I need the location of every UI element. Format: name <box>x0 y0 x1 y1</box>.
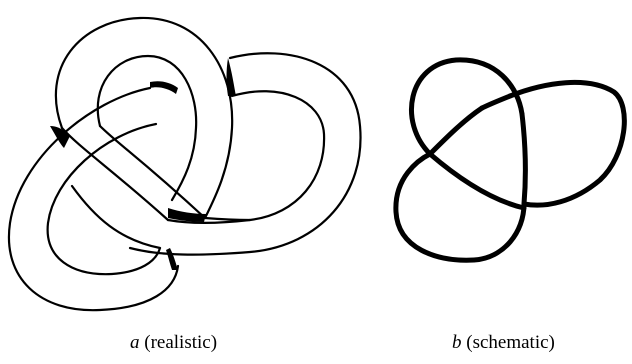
realistic-knot-lobe-lower <box>9 88 178 310</box>
caption-schematic: b (schematic) <box>452 331 555 355</box>
schematic-knot-drawing <box>378 52 632 270</box>
realistic-knot-crossings <box>62 126 250 248</box>
caption-a-letter: a <box>130 332 140 353</box>
realistic-knot-drawing <box>0 8 372 322</box>
caption-b-text: (schematic) <box>466 332 555 353</box>
caption-b-letter: b <box>452 332 462 353</box>
caption-a-text: (realistic) <box>144 332 217 353</box>
caption-realistic: a (realistic) <box>130 331 217 355</box>
schematic-knot-strands <box>396 60 624 260</box>
